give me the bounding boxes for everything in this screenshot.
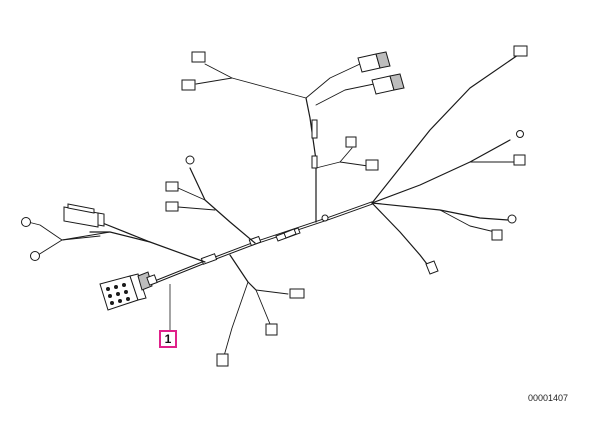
main-trunk [148, 201, 374, 286]
main-multi-pin-connector [99, 271, 158, 311]
right-branches [371, 45, 528, 275]
lower-branches [216, 254, 305, 367]
callout-label-1: 1 [159, 330, 177, 348]
left-branch [21, 203, 206, 263]
top-center-branch [181, 51, 405, 223]
mid-left-branch [165, 155, 256, 244]
reference-number: 00001407 [528, 393, 569, 403]
